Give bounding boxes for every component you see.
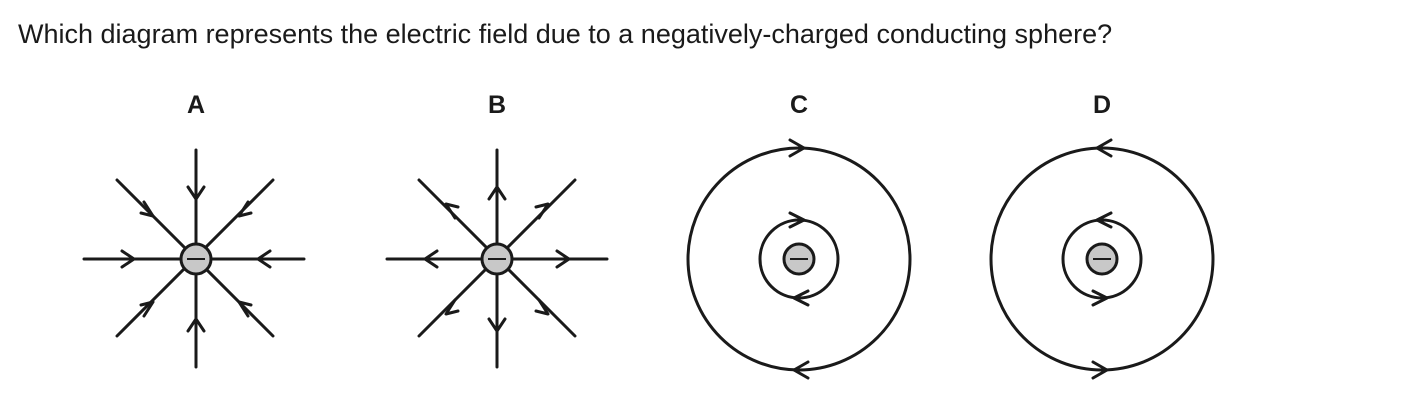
arrow-icon (139, 200, 155, 218)
arrow-icon (555, 249, 571, 269)
arrow-icon (1091, 289, 1109, 307)
arrow-icon (788, 138, 806, 158)
arrow-icon (1095, 138, 1113, 158)
option-c-field-lines (686, 138, 912, 380)
arrow-icon (534, 202, 550, 220)
option-c-charge (782, 242, 816, 276)
option-c-label: C (790, 91, 808, 119)
option-a-charge (179, 242, 213, 276)
option-d-field-lines (989, 138, 1215, 380)
arrow-icon (487, 317, 507, 333)
arrow-icon (444, 202, 460, 220)
arrow-icon (792, 360, 810, 380)
arrow-icon (237, 200, 253, 218)
arrow-icon (1095, 211, 1113, 229)
option-d-charge (1085, 242, 1119, 276)
arrow-icon (139, 300, 155, 318)
arrow-icon (792, 289, 810, 307)
arrow-icon (423, 249, 439, 269)
option-a[interactable]: A (82, 91, 306, 369)
arrow-icon (444, 298, 460, 316)
arrow-icon (120, 249, 136, 269)
arrow-icon (487, 185, 507, 201)
option-d-label: D (1093, 91, 1111, 119)
option-b-charge (480, 242, 514, 276)
arrow-icon (1091, 360, 1109, 380)
option-c[interactable]: C (686, 91, 912, 380)
question-text: Which diagram represents the electric fi… (18, 19, 1113, 49)
arrow-icon (534, 298, 550, 316)
arrow-icon (237, 300, 253, 318)
option-b-label: B (488, 91, 506, 119)
option-d[interactable]: D (989, 91, 1215, 380)
arrow-icon (788, 211, 806, 229)
option-b[interactable]: B (385, 91, 609, 369)
arrow-icon (256, 249, 272, 269)
option-a-label: A (187, 91, 205, 119)
arrow-icon (186, 185, 206, 201)
arrow-icon (186, 317, 206, 333)
